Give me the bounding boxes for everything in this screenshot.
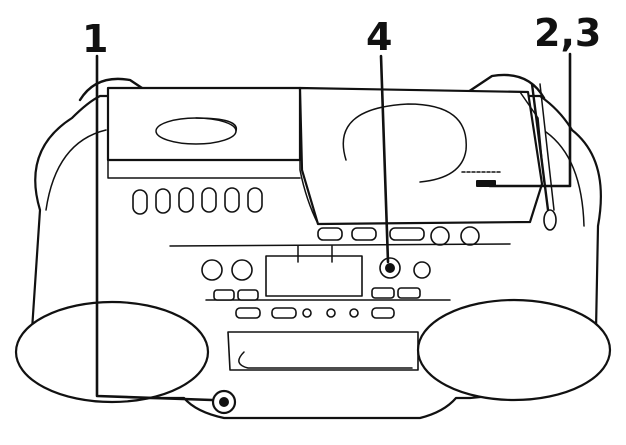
top-deck <box>106 86 545 226</box>
callout-1: 1 <box>82 17 108 61</box>
cd-compartment <box>298 86 544 226</box>
left-speaker <box>14 300 210 404</box>
cd-control-buttons <box>317 226 480 246</box>
cassette-buttons <box>132 187 263 215</box>
volume-knob-icon <box>379 257 401 279</box>
function-buttons <box>213 287 421 319</box>
leader-line-2-3 <box>488 52 572 188</box>
antenna <box>530 82 557 231</box>
leader-line-1 <box>95 54 214 402</box>
right-speaker <box>416 298 612 402</box>
callout-4: 4 <box>366 15 392 59</box>
headphone-jack-icon <box>211 389 237 415</box>
tuner-panel <box>201 245 431 297</box>
leader-line-4 <box>379 54 390 264</box>
tuner-display <box>265 255 363 297</box>
speaker-grille-left <box>14 300 210 404</box>
tape-slot <box>227 331 419 371</box>
speaker-grille-right <box>416 298 612 402</box>
cd-lid-circle <box>342 103 467 183</box>
callout-2-3: 2,3 <box>534 11 601 55</box>
